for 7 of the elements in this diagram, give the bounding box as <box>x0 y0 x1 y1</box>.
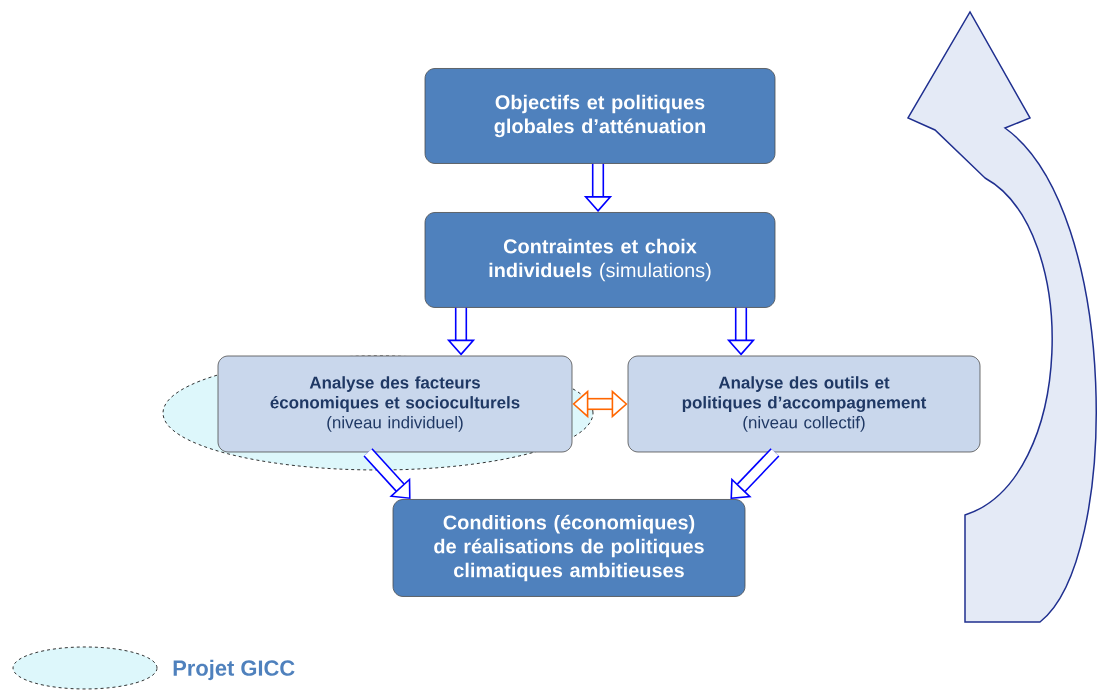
process-box: Analyse des facteurs économiques et socioculturels (niveau individuel) <box>217 355 573 453</box>
legend-label: Projet GICC <box>173 659 295 681</box>
process-box: Objectifs et politiques globales d’atténuation <box>424 68 776 164</box>
process-box: Conditions (économiques) de réalisations de politiques climatiques ambitieuses <box>392 499 746 597</box>
process-box: Analyse des outils et politiques d’accompagnement (niveau collectif) <box>627 355 981 453</box>
block-arrow <box>572 389 628 419</box>
process-box: Contraintes et choix individuels (simulations) <box>424 212 776 308</box>
